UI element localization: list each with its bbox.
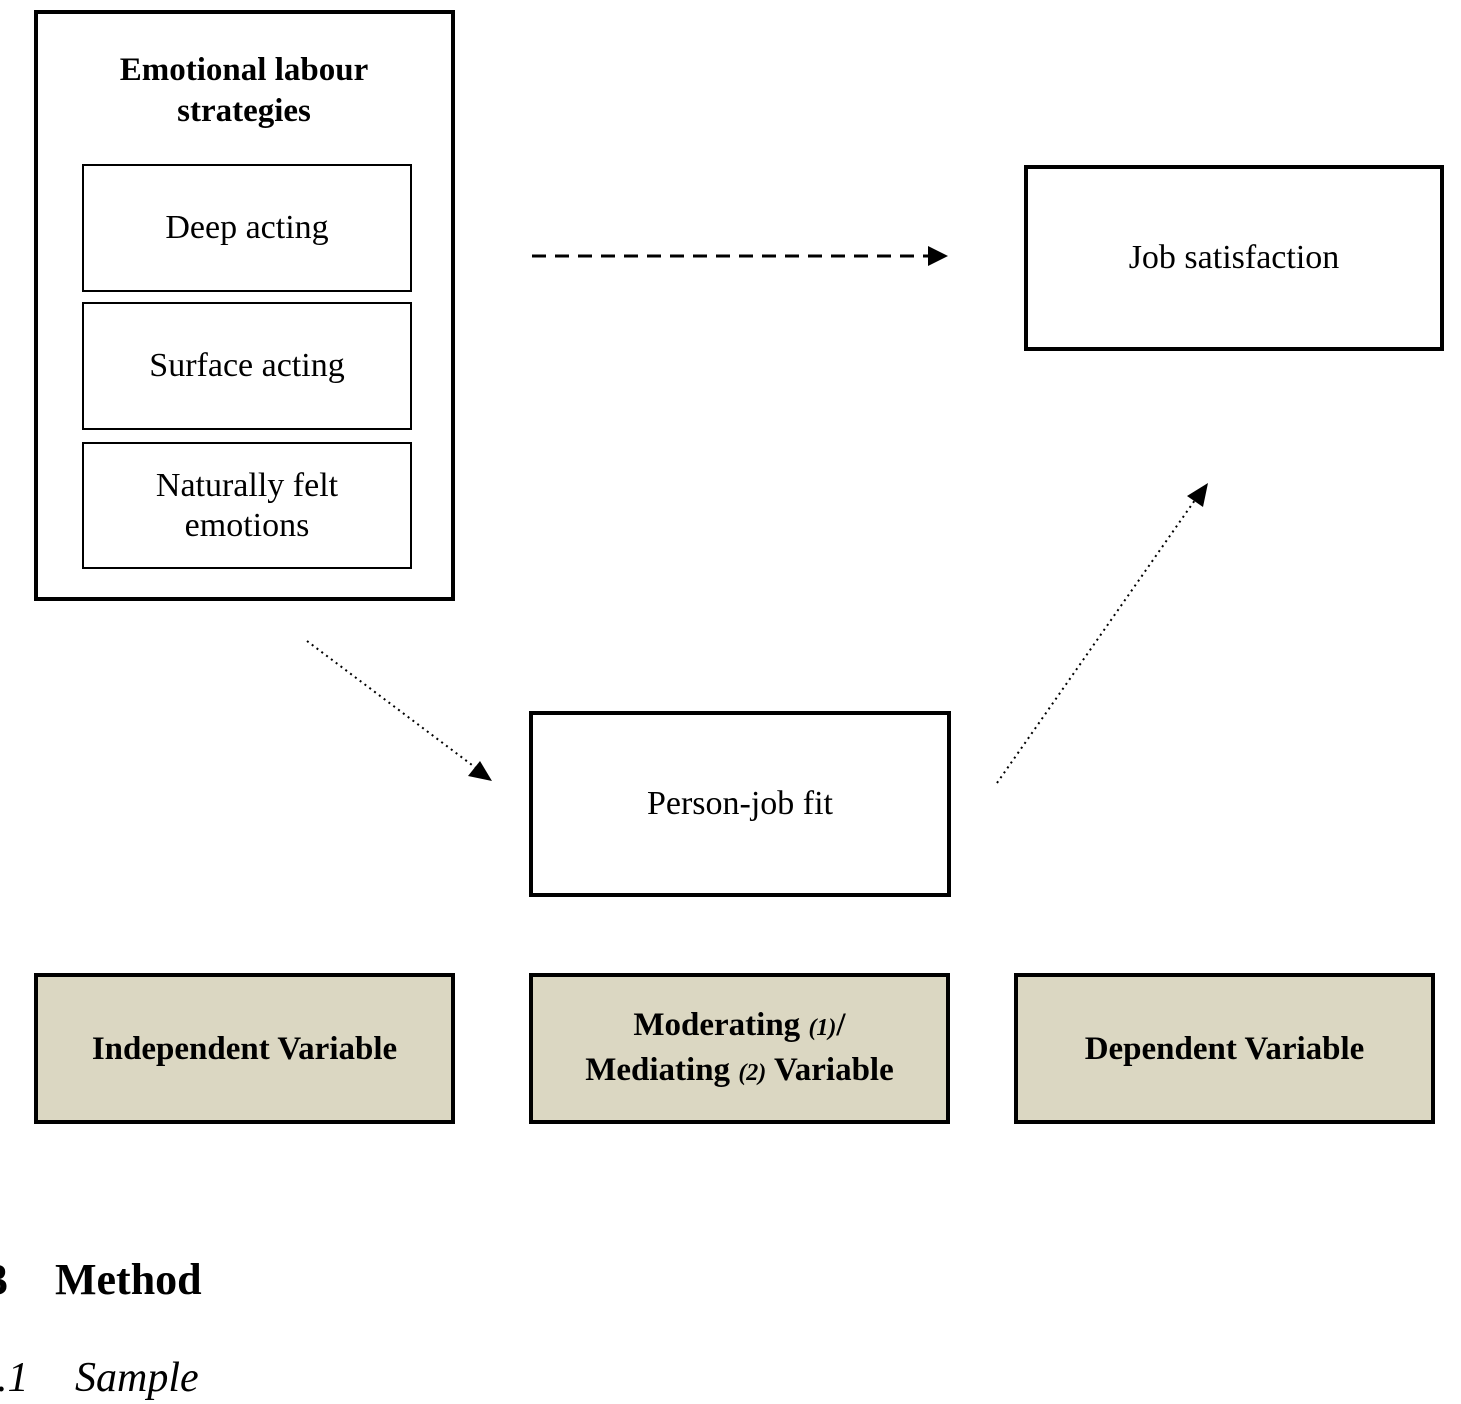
naturally-felt-box: Naturally felt emotions [82, 442, 412, 569]
naturally-felt-line2: emotions [184, 506, 310, 544]
dependent-variable-legend: Dependent Variable [1014, 973, 1435, 1124]
group-title: Emotional labour strategies [34, 50, 454, 132]
dashed-arrow-head [928, 246, 948, 266]
section-number: 3 [0, 1255, 8, 1304]
dotted-arrow-iv-to-mediator [306, 640, 477, 769]
mediating-line: Mediating (2) Variable [585, 1049, 894, 1094]
independent-variable-legend: Independent Variable [34, 973, 455, 1124]
job-satisfaction-box: Job satisfaction [1024, 165, 1444, 351]
naturally-felt-line1: Naturally felt [155, 466, 339, 504]
moderating-slash: / [836, 1006, 846, 1043]
moderating-line: Moderating (1)/ [585, 1004, 894, 1049]
section-heading: 3 Method [0, 1254, 202, 1306]
job-satisfaction-label: Job satisfaction [1128, 239, 1340, 276]
mediating-number: (2) [738, 1059, 767, 1086]
variable-text: Variable [766, 1051, 894, 1088]
person-job-fit-box: Person-job fit [529, 711, 951, 897]
group-title-line2: strategies [177, 93, 311, 129]
moderating-number: (1) [808, 1014, 837, 1041]
subsection-title: Sample [75, 1355, 199, 1401]
subsection-heading: 3.1 Sample [0, 1352, 199, 1404]
dotted-arrow-head-2 [1187, 483, 1208, 507]
dependent-variable-label: Dependent Variable [1084, 1030, 1365, 1067]
surface-acting-label: Surface acting [149, 347, 345, 384]
group-title-line1: Emotional labour [119, 52, 369, 88]
moderating-mediating-legend: Moderating (1)/ Mediating (2) Variable [529, 973, 950, 1124]
deep-acting-label: Deep acting [165, 209, 329, 246]
independent-variable-label: Independent Variable [91, 1030, 398, 1067]
person-job-fit-label: Person-job fit [646, 785, 834, 822]
dotted-arrow-mediator-to-dv [996, 499, 1196, 784]
dotted-arrow-head-1 [468, 761, 492, 781]
surface-acting-box: Surface acting [82, 302, 412, 430]
moderating-text: Moderating [633, 1006, 809, 1043]
section-title: Method [55, 1255, 202, 1304]
deep-acting-box: Deep acting [82, 164, 412, 292]
mediating-text: Mediating [585, 1051, 739, 1088]
subsection-number: 3.1 [0, 1355, 29, 1401]
